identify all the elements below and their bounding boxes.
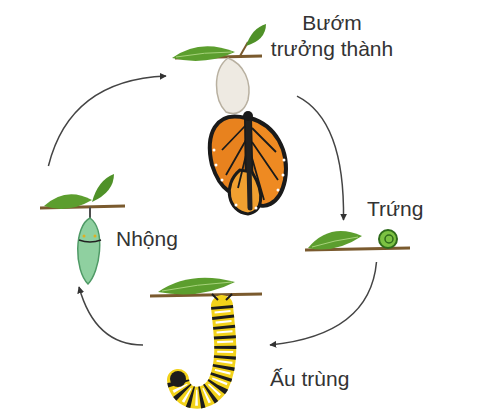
leaf-vein bbox=[176, 52, 232, 57]
butterfly-body bbox=[248, 118, 250, 208]
leaf bbox=[172, 46, 235, 61]
caterpillar-stripes bbox=[178, 306, 225, 398]
wing-dot bbox=[221, 179, 224, 182]
egg-curl bbox=[385, 235, 393, 243]
caterpillar-illustration bbox=[150, 278, 262, 398]
butterfly-head bbox=[243, 111, 253, 121]
empty-chrysalis bbox=[217, 58, 250, 114]
wing-dot bbox=[215, 164, 218, 167]
cycle-arrow bbox=[270, 262, 377, 345]
stage-node: Ấu trùng bbox=[145, 282, 268, 408]
gold-dot bbox=[83, 235, 86, 238]
leaf-vein bbox=[162, 282, 232, 291]
twig bbox=[150, 294, 262, 296]
leaf bbox=[92, 174, 114, 202]
caterpillar-body bbox=[178, 306, 225, 398]
stage-label: Trứng bbox=[367, 196, 423, 222]
wing-dot bbox=[255, 207, 258, 210]
cycle-arrow bbox=[48, 76, 166, 166]
gold-dot bbox=[94, 235, 97, 238]
stage-node: Bướm trưởng thành bbox=[168, 36, 295, 218]
hindwing bbox=[229, 170, 260, 214]
wing-dot bbox=[283, 159, 286, 162]
leaf bbox=[246, 24, 266, 46]
stage-node: Nhộng bbox=[28, 168, 130, 285]
chrysalis-illustration bbox=[40, 174, 125, 284]
leaf bbox=[308, 231, 362, 249]
stage-label: Nhộng bbox=[116, 226, 178, 252]
leaf-vein bbox=[312, 237, 358, 247]
caterpillar-feelers bbox=[212, 294, 232, 300]
leaf bbox=[158, 278, 235, 295]
stage-node: Trứng bbox=[305, 222, 415, 260]
caterpillar-stripes bbox=[178, 306, 225, 398]
cycle-arrow bbox=[297, 96, 344, 220]
caterpillar-head bbox=[170, 371, 186, 387]
wing-dot bbox=[213, 149, 216, 152]
wing-dot bbox=[235, 204, 238, 207]
wing-dot bbox=[282, 174, 285, 177]
butterfly-illustration bbox=[172, 24, 286, 214]
wing-dot bbox=[277, 189, 280, 192]
leaf bbox=[44, 194, 92, 209]
cycle-arrow bbox=[79, 287, 143, 345]
stage-label: Ấu trùng bbox=[270, 366, 349, 392]
chrysalis-band bbox=[79, 240, 101, 242]
egg-illustration bbox=[305, 230, 410, 250]
egg bbox=[379, 230, 397, 248]
stage-label: Bướm trưởng thành bbox=[270, 10, 394, 62]
chrysalis bbox=[78, 218, 100, 284]
